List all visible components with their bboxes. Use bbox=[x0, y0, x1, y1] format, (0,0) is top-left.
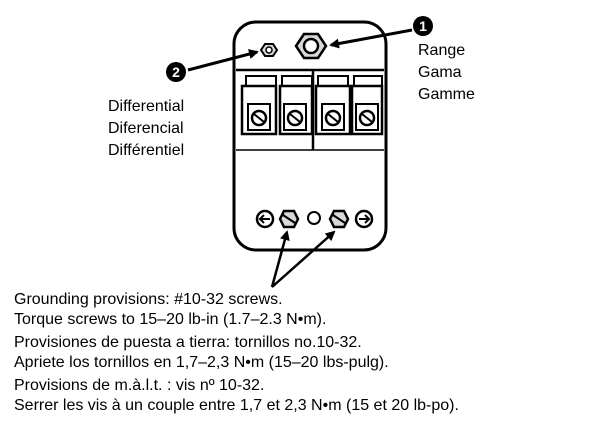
range-callout-arrow bbox=[329, 28, 413, 49]
range-label-es: Gama bbox=[418, 64, 462, 81]
caption-en-line2: Torque screws to 15–20 lb-in (1.7–2.3 N•… bbox=[14, 311, 327, 328]
differential-callout-arrow bbox=[187, 49, 259, 72]
grounding-caption-french: Provisions de m.à.l.t. : vis nº 10-32. S… bbox=[14, 376, 459, 416]
range-label-en: Range bbox=[418, 42, 466, 59]
right-knockout-arrow-icon bbox=[354, 209, 374, 229]
terminal-1 bbox=[240, 75, 278, 136]
differential-label: Differential Diferencial Différentiel bbox=[108, 96, 184, 162]
grounding-caption-english: Grounding provisions: #10-32 screws. Tor… bbox=[14, 290, 326, 330]
callout-marker-2: 2 bbox=[166, 62, 186, 82]
svg-text:2: 2 bbox=[172, 64, 180, 80]
svg-text:1: 1 bbox=[419, 18, 427, 34]
range-label: Range Gama Gamme bbox=[418, 40, 475, 106]
ground-callout-arrows bbox=[270, 230, 336, 288]
terminal-2 bbox=[278, 75, 314, 136]
callout-marker-1: 1 bbox=[413, 16, 433, 36]
ground-screw-right bbox=[328, 209, 350, 229]
center-hole bbox=[307, 211, 321, 225]
left-knockout-arrow-icon bbox=[255, 209, 275, 229]
ground-screw-left bbox=[278, 209, 300, 229]
caption-en-line1: Grounding provisions: #10-32 screws. bbox=[14, 291, 283, 308]
terminal-4 bbox=[350, 75, 384, 136]
differential-label-fr: Différentiel bbox=[108, 142, 185, 159]
differential-label-es: Diferencial bbox=[108, 120, 184, 137]
range-label-fr: Gamme bbox=[418, 86, 475, 103]
caption-es-line1: Provisiones de puesta a tierra: tornillo… bbox=[14, 334, 362, 351]
caption-fr-line1: Provisions de m.à.l.t. : vis nº 10-32. bbox=[14, 377, 265, 394]
caption-fr-line2: Serrer les vis à un couple entre 1,7 et … bbox=[14, 397, 459, 414]
differential-adjustment-nut bbox=[259, 43, 279, 57]
terminal-3 bbox=[314, 75, 352, 136]
range-adjustment-nut bbox=[294, 32, 328, 60]
differential-label-en: Differential bbox=[108, 98, 185, 115]
caption-es-line2: Apriete los tornillos en 1,7–2,3 N•m (15… bbox=[14, 354, 389, 371]
grounding-caption-spanish: Provisiones de puesta a tierra: tornillo… bbox=[14, 333, 389, 373]
